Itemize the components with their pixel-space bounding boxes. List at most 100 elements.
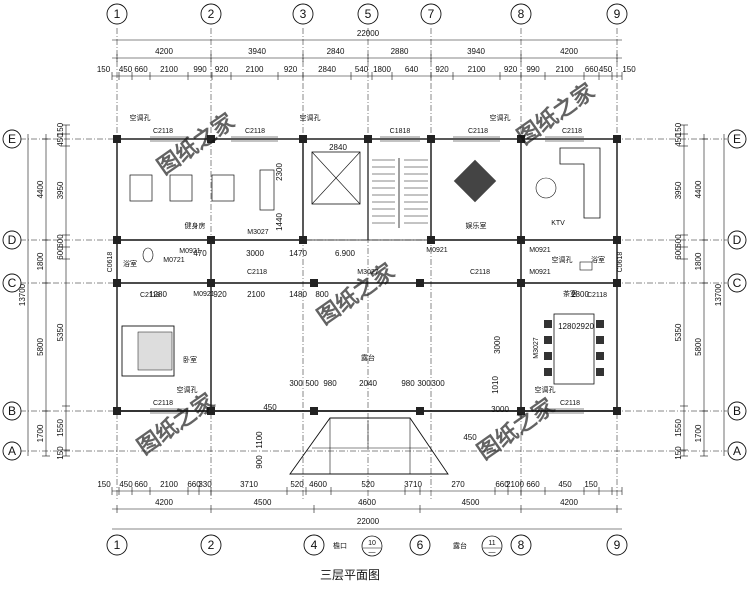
window-label: C2118 [468, 128, 488, 135]
dim-right-mid: 1800 [694, 252, 703, 270]
dim-bottom-fine: 520 [361, 480, 375, 489]
sofa [559, 147, 601, 219]
axis-label-D: D [733, 233, 742, 247]
axis-label-B: B [8, 404, 16, 418]
dim-left-fine: 600 [56, 246, 65, 260]
axis-label-C: C [8, 276, 17, 290]
dim-left-mid: 4400 [36, 180, 45, 198]
axis-bubble [510, 3, 532, 25]
elevator-cross [311, 151, 361, 205]
gym-equipment [129, 174, 153, 202]
dim-left-mid: 1800 [36, 252, 45, 270]
bed-cover [137, 331, 173, 371]
dim-top-fine: 450 [119, 65, 133, 74]
dim-top-fine: 2100 [160, 65, 178, 74]
interior-dim: 450 [263, 403, 277, 412]
axis-label-E: E [733, 132, 741, 146]
column [207, 236, 215, 244]
column [613, 135, 621, 143]
axis-label-A: A [8, 444, 16, 458]
axis-bubble [727, 441, 747, 461]
axis-label-C: C [733, 276, 742, 290]
watermark-text: 图纸之家 [472, 393, 559, 465]
window-label: C2118 [587, 292, 607, 299]
dim-bottom-mid: 4500 [254, 498, 272, 507]
interior-dim: 980 [323, 379, 337, 388]
axis-label-1: 1 [114, 538, 121, 552]
column [207, 279, 215, 287]
dim-right-mid: 5800 [694, 338, 703, 356]
dim-right-fine: 450 [674, 133, 683, 147]
section-mark-sheet: — [369, 549, 376, 556]
bed [121, 325, 175, 377]
gym-equipment [211, 174, 235, 202]
dim-top-fine: 990 [193, 65, 207, 74]
window-label: C2118 [153, 400, 173, 407]
interior-dim: 3000 [246, 249, 264, 258]
chair [544, 368, 552, 376]
dim-right-total: 13700 [714, 283, 723, 306]
dim-bottom-fine: 4600 [309, 480, 327, 489]
interior-dim: 450 [463, 433, 477, 442]
axis-label-A: A [733, 444, 741, 458]
axis-label-9: 9 [614, 7, 621, 21]
dim-top-fine: 540 [355, 65, 369, 74]
column [517, 279, 525, 287]
dim-top-mid: 2840 [327, 47, 345, 56]
axis-bubble [2, 273, 22, 293]
window-label: C0618 [107, 252, 114, 273]
dim-bottom-fine: 660 [526, 480, 540, 489]
dim-right-fine: 600 [674, 246, 683, 260]
column [113, 236, 121, 244]
interior-dim: 1100 [255, 431, 264, 449]
dim-right-fine: 1550 [674, 419, 683, 437]
dim-left-fine: 150 [56, 122, 65, 136]
door-label: M0721 [163, 257, 185, 264]
window-label: C2118 [247, 269, 267, 276]
dim-top-mid: 4200 [155, 47, 173, 56]
dim-top-fine: 2100 [556, 65, 574, 74]
room-label-entertainment: 娱乐室 [466, 221, 487, 230]
dim-left-fine: 5350 [56, 323, 65, 341]
interior-dim: 1010 [491, 376, 500, 394]
furniture [121, 147, 604, 385]
axis-label-2: 2 [208, 538, 215, 552]
column [416, 407, 424, 415]
watermark-text: 图纸之家 [152, 108, 239, 180]
interior-dim: 1280 [149, 290, 167, 299]
axis-label-6: 6 [417, 538, 424, 552]
dim-right-fine: 600 [674, 234, 683, 248]
axis-label-9: 9 [614, 538, 621, 552]
dim-bottom-mid: 4200 [155, 498, 173, 507]
dim-top-fine: 920 [284, 65, 298, 74]
dim-bottom-fine: 450 [119, 480, 133, 489]
dim-bottom-fine: 3710 [404, 480, 422, 489]
dim-bottom-fine: 330 [198, 480, 212, 489]
axis-bubble [106, 534, 128, 556]
dim-bottom-fine: 270 [451, 480, 465, 489]
dim-left-fine: 450 [56, 133, 65, 147]
axis-label-7: 7 [428, 7, 435, 21]
axis-bubble [2, 401, 22, 421]
room-label-bath_right: 浴室 [591, 255, 605, 264]
dim-top-fine: 660 [585, 65, 599, 74]
chair [596, 368, 604, 376]
section-mark-number: 10 [368, 540, 376, 547]
dim-top-fine: 1800 [373, 65, 391, 74]
dim-left-total: 13700 [18, 283, 27, 306]
dim-top-mid: 2880 [391, 47, 409, 56]
column [517, 407, 525, 415]
window-label: C2118 [560, 400, 580, 407]
axis-bubble [727, 230, 747, 250]
door-label: M0921 [529, 269, 551, 276]
dim-bottom-fine: 2100 [160, 480, 178, 489]
room-label-tea_room: 茶室 [563, 289, 577, 298]
ac-hole-label: 空调孔 [552, 255, 573, 264]
dim-top-mid: 3940 [467, 47, 485, 56]
axis-bubble [727, 273, 747, 293]
column [613, 407, 621, 415]
dim-left-mid: 1700 [36, 424, 45, 442]
axis-bubble [606, 3, 628, 25]
